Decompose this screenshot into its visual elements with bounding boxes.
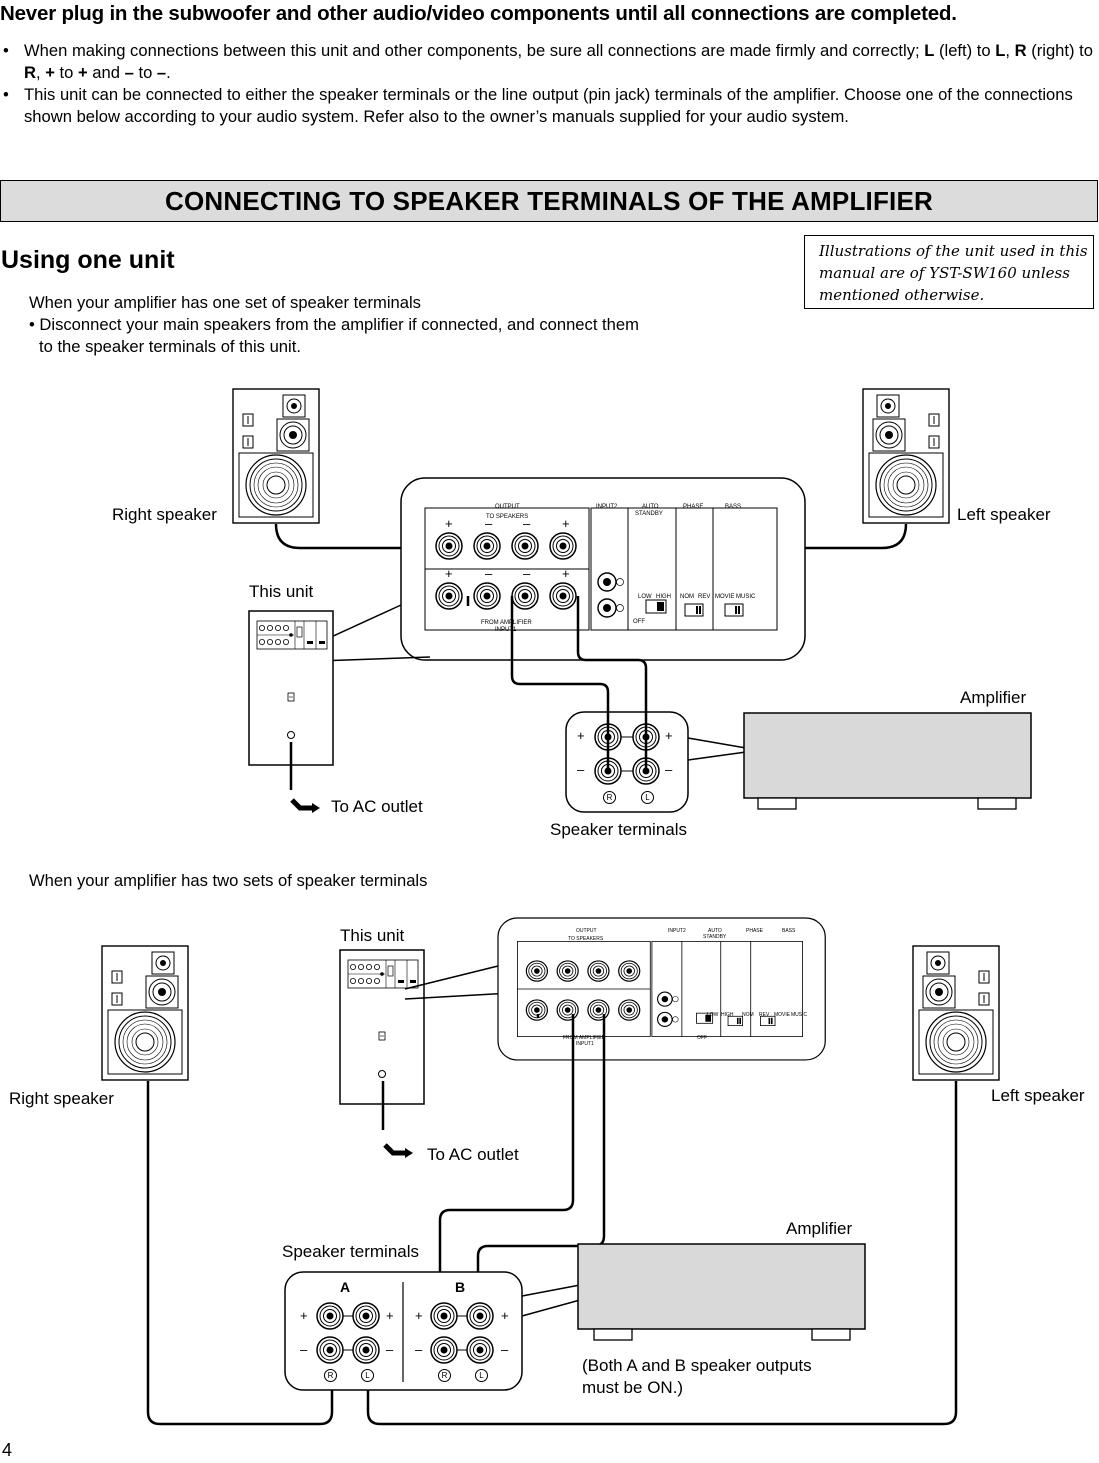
term2b-l-mark: L [475, 1369, 488, 1382]
panel1-minus-4: – [523, 566, 531, 581]
panel2-phase-label: PHASE [746, 928, 763, 934]
case2-amplifier-label: Amplifier [786, 1219, 853, 1238]
term2b-minus-r: – [415, 1342, 423, 1357]
panel2-low-label: LOW [707, 1012, 719, 1018]
case2-left-speaker-label: Left speaker [991, 1086, 1085, 1105]
left-speaker-2 [913, 946, 999, 1080]
panel1-plus-1: + [445, 516, 453, 531]
subwoofer-unit-1 [248, 610, 334, 766]
panel1-off-label: OFF [633, 619, 645, 625]
amplifier-2 [577, 1243, 866, 1330]
panel2-output-label: OUTPUT [576, 928, 597, 934]
case1-amplifier-label: Amplifier [960, 688, 1027, 707]
panel1-bass-label: BASS [725, 504, 742, 510]
panel1-music-label: MUSIC [736, 594, 756, 600]
panel2-input2-label: INPUT2 [668, 928, 686, 934]
panel2-auto-label: AUTO [708, 928, 722, 934]
term2a-plus-r: + [300, 1308, 308, 1323]
panel2-rev-label: REV [759, 1012, 770, 1018]
panel2-standby-label: STANDBY [703, 934, 727, 940]
panel2-movie-label: MOVIE [774, 1012, 791, 1018]
case2-ac-outlet-label: To AC outlet [427, 1145, 519, 1164]
terminal-group-a: A [340, 1279, 351, 1295]
panel1-to-speakers-label: TO SPEAKERS [486, 514, 529, 520]
panel2-music-label: MUSIC [791, 1012, 808, 1018]
panel1-plus-4: + [562, 566, 570, 581]
panel1-standby-label: STANDBY [635, 511, 663, 517]
panel1-minus-1: – [485, 516, 493, 531]
term2a-minus-l: – [386, 1342, 394, 1357]
case2-speaker-terminals-label: Speaker terminals [282, 1242, 420, 1261]
panel1-minus-3: – [485, 566, 493, 581]
term2b-minus-l: – [501, 1342, 509, 1357]
warning-heading: Never plug in the subwoofer and other au… [0, 2, 957, 25]
term1-minus-r: – [577, 762, 585, 777]
panel2-nom-label: NOM [742, 1012, 754, 1018]
panel2-from-amplifier-label: FROM AMPLIFIER [563, 1035, 606, 1041]
case1-speaker-terminals-label: Speaker terminals [550, 820, 688, 839]
panel2-to-speakers-label: TO SPEAKERS [568, 936, 604, 942]
case1-this-unit-label: This unit [249, 582, 314, 601]
case1-left-speaker-label: Left speaker [957, 505, 1051, 524]
panel1-rev-label: REV [698, 594, 711, 600]
panel1-phase-label: PHASE [683, 504, 704, 510]
bullet-item-terminals: •This unit can be connected to either th… [3, 85, 1073, 126]
term2b-r-mark: R [438, 1369, 451, 1382]
panel1-high-label: HIGH [656, 594, 671, 600]
term1-plus-r: + [577, 728, 585, 743]
term1-minus-l: – [665, 762, 673, 777]
case2-intro: When your amplifier has two sets of spea… [29, 871, 428, 890]
term2b-plus-r: + [415, 1308, 423, 1323]
left-speaker-1 [863, 389, 949, 523]
subheading: Using one unit [1, 246, 175, 274]
right-speaker-2 [101, 945, 189, 1081]
section-title: CONNECTING TO SPEAKER TERMINALS OF THE A… [165, 185, 933, 216]
subwoofer-unit-2 [339, 949, 425, 1105]
term2b-plus-l: + [501, 1308, 509, 1323]
panel2-bass-label: BASS [782, 928, 796, 934]
bullet-item-connections: •When making connections between this un… [3, 41, 1093, 82]
term1-r-mark: R [603, 791, 616, 804]
case1-intro: When your amplifier has one set of speak… [29, 293, 639, 356]
panel1-plus-2: + [562, 516, 570, 531]
illustration-note: Illustrations of the unit used in this m… [804, 235, 1094, 309]
panel1-output-label: OUTPUT [495, 504, 520, 510]
case2-this-unit-label: This unit [340, 926, 405, 945]
panel2-high-label: HIGH [721, 1012, 734, 1018]
panel1-low-label: LOW [638, 594, 652, 600]
page-number: 4 [2, 1440, 13, 1460]
term2a-minus-r: – [300, 1342, 308, 1357]
panel1-plus-3: + [445, 566, 453, 581]
rear-panel-2 [498, 918, 825, 1060]
term1-l-mark: L [641, 791, 654, 804]
case1-ac-outlet-label: To AC outlet [331, 797, 423, 816]
term2a-plus-l: + [386, 1308, 394, 1323]
panel1-minus-2: – [523, 516, 531, 531]
term1-plus-l: + [665, 728, 673, 743]
term2a-r-mark: R [324, 1369, 337, 1382]
panel1-movie-label: MOVIE [715, 594, 735, 600]
panel1-input1-label: INPUT1 [495, 627, 517, 633]
panel1-from-amplifier-label: FROM AMPLIFIER [481, 620, 532, 626]
case1-right-speaker-label: Right speaker [112, 505, 217, 524]
panel1-input2-label: INPUT2 [596, 504, 618, 510]
panel1-nom-label: NOM [680, 594, 694, 600]
amplifier-1 [743, 712, 1032, 799]
case2-ab-note: (Both A and B speaker outputs must be ON… [582, 1356, 812, 1397]
section-title-bar: CONNECTING TO SPEAKER TERMINALS OF THE A… [0, 180, 1098, 222]
panel1-auto-label: AUTO [642, 504, 659, 510]
panel2-off-label: OFF [697, 1035, 707, 1041]
bullet-list: •When making connections between this un… [0, 40, 1099, 128]
term2a-l-mark: L [361, 1369, 374, 1382]
terminal-group-b: B [455, 1279, 466, 1295]
right-speaker-1 [232, 388, 320, 524]
case2-right-speaker-label: Right speaker [9, 1089, 114, 1108]
panel2-input1-label: INPUT1 [576, 1041, 594, 1047]
